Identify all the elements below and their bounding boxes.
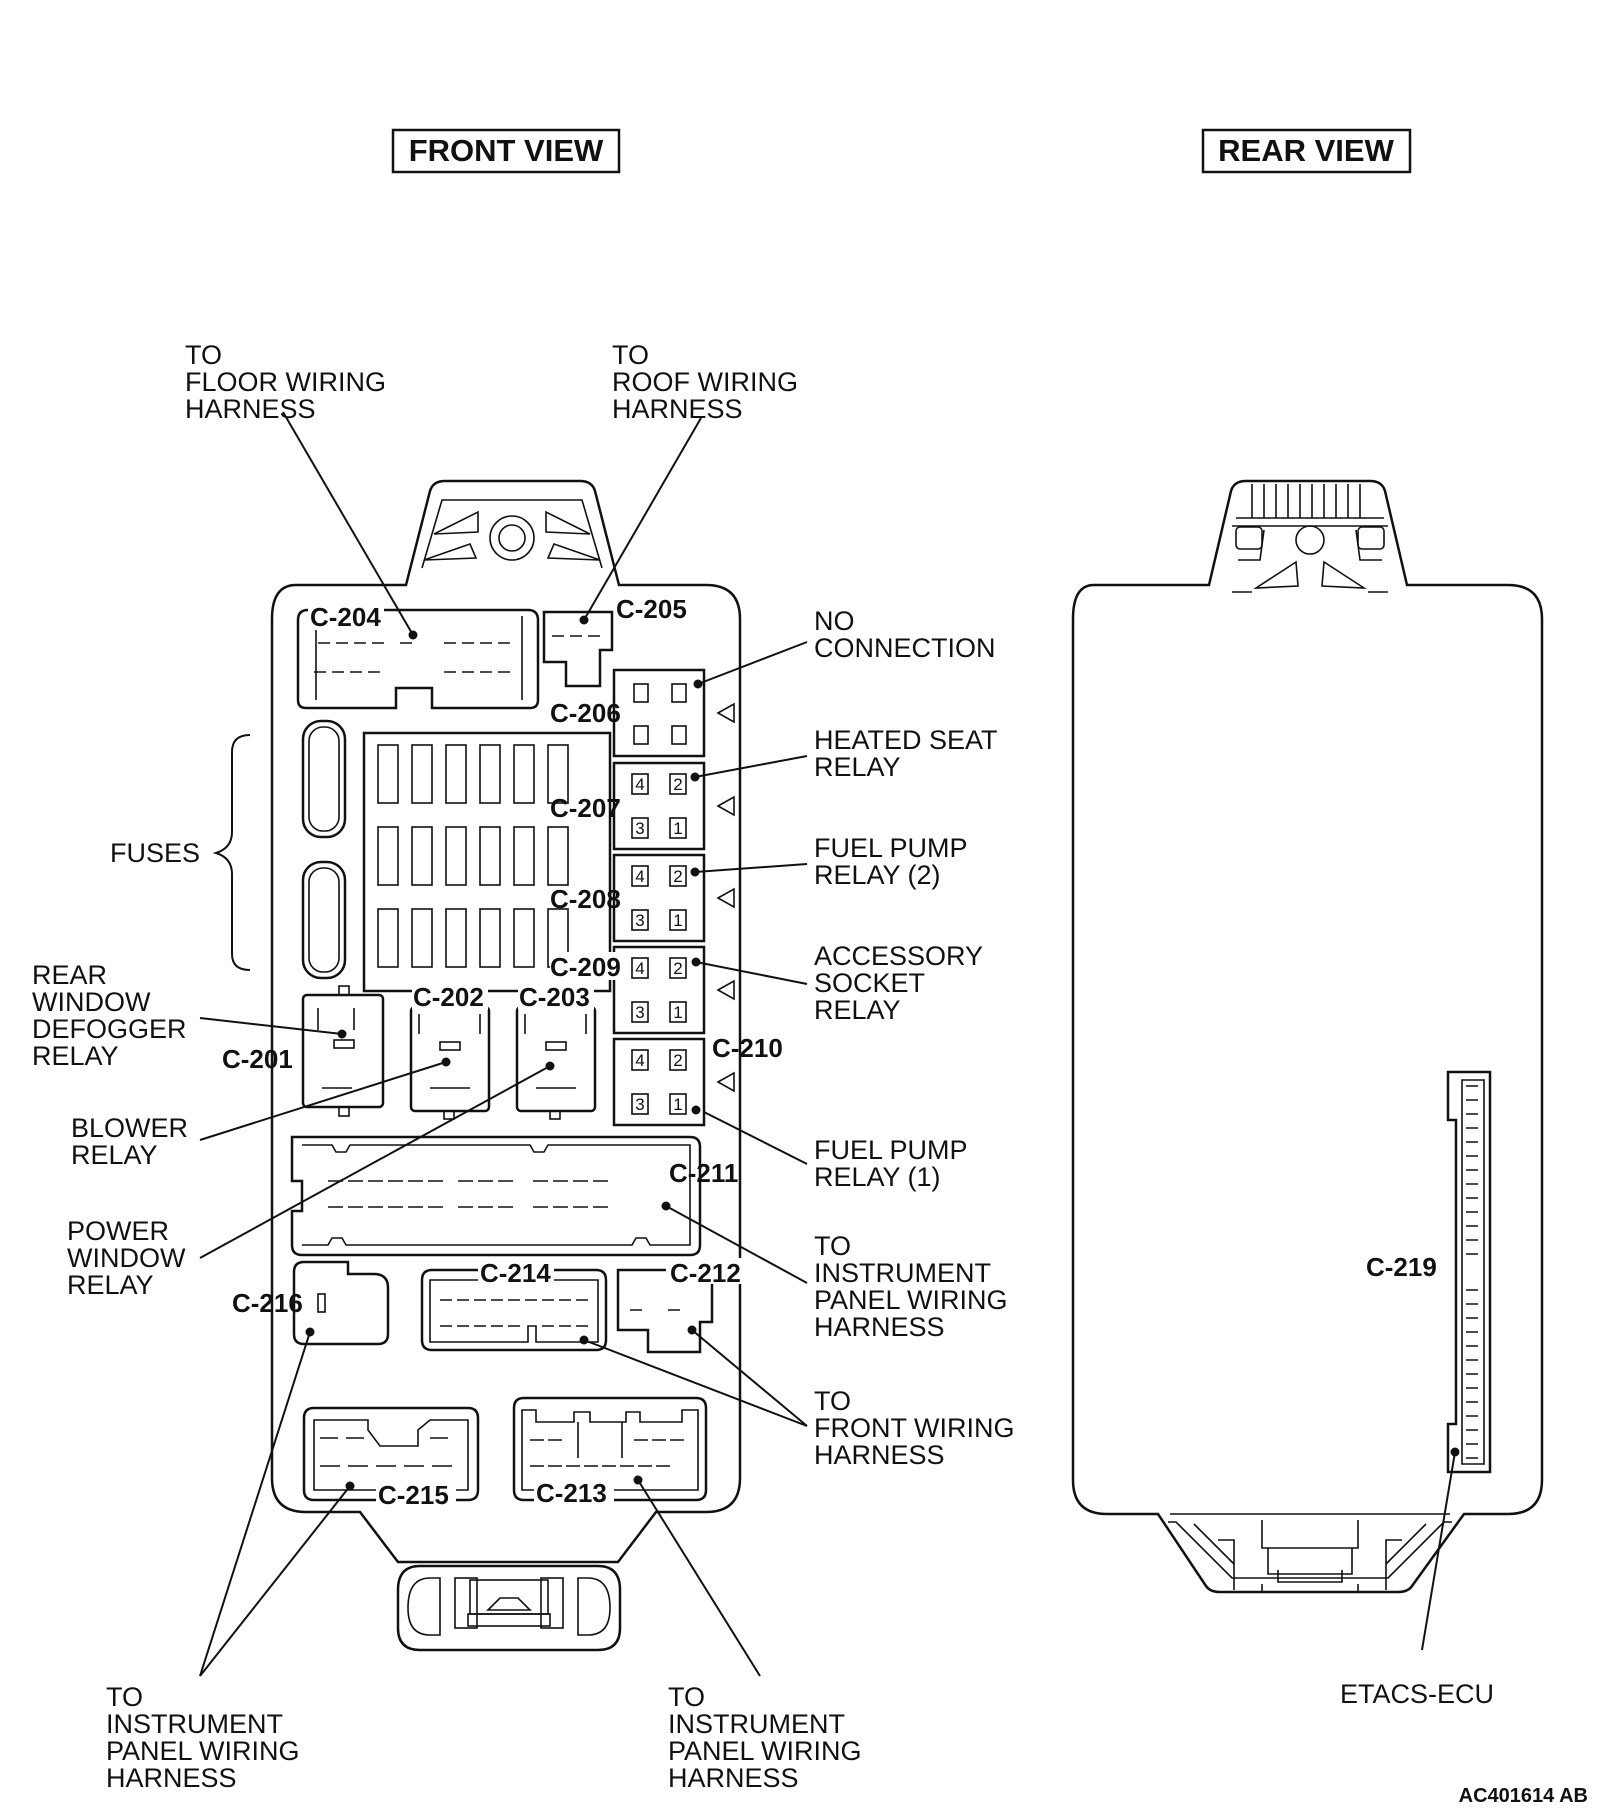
fuses-brace [212, 734, 251, 971]
svg-text:3: 3 [635, 819, 644, 838]
label-power-window-relay: POWER WINDOW RELAY [67, 1216, 193, 1300]
fuse-row-1 [377, 744, 569, 804]
svg-text:C-219: C-219 [1366, 1252, 1437, 1282]
connector-c-208: 4 2 3 1 C-208 [550, 853, 735, 943]
svg-text:2: 2 [673, 775, 682, 794]
connector-c-203: C-203 [515, 982, 597, 1120]
svg-text:4: 4 [635, 775, 644, 794]
svg-text:C-211: C-211 [669, 1158, 738, 1188]
label-instrument-panel-bottom-left: TO INSTRUMENT PANEL WIRING HARNESS [106, 1682, 307, 1793]
connector-c-209: 4 2 3 1 C-209 [550, 945, 735, 1035]
svg-text:4: 4 [635, 867, 644, 886]
label-heated-seat-relay: HEATED SEAT RELAY [814, 725, 1005, 782]
svg-text:C-205: C-205 [616, 594, 687, 624]
svg-text:FRONT VIEW: FRONT VIEW [409, 133, 604, 168]
connector-c-205: C-205 [542, 594, 687, 688]
connector-c-201: C-201 [222, 985, 385, 1117]
label-fuel-pump-relay-1: FUEL PUMP RELAY (1) [814, 1135, 975, 1192]
label-instrument-panel-right: TO INSTRUMENT PANEL WIRING HARNESS [814, 1231, 1015, 1342]
connector-c-211: C-211 [290, 1135, 738, 1257]
connector-c-214: C-214 [420, 1258, 608, 1352]
label-accessory-socket-relay: ACCESSORY SOCKET RELAY [814, 941, 990, 1025]
svg-text:1: 1 [673, 1095, 682, 1114]
label-rear-window-defogger-relay: REAR WINDOW DEFOGGER RELAY [32, 960, 194, 1071]
svg-text:2: 2 [673, 959, 682, 978]
leader-lines [199, 411, 1460, 1677]
svg-text:C-212: C-212 [670, 1258, 741, 1288]
svg-text:C-215: C-215 [378, 1480, 449, 1510]
label-floor-wiring: TO FLOOR WIRING HARNESS [185, 340, 394, 424]
svg-text:1: 1 [673, 819, 682, 838]
fuse-row-2 [377, 826, 569, 886]
connector-c-213: C-213 [512, 1396, 708, 1508]
rear-view-title: REAR VIEW [1201, 128, 1412, 174]
svg-text:2: 2 [673, 867, 682, 886]
svg-text:4: 4 [635, 959, 644, 978]
front-view-title: FRONT VIEW [391, 128, 621, 174]
svg-text:1: 1 [673, 1003, 682, 1022]
label-fuel-pump-relay-2: FUEL PUMP RELAY (2) [814, 833, 975, 890]
svg-text:C-202: C-202 [413, 982, 484, 1012]
svg-text:4: 4 [635, 1051, 644, 1070]
label-roof-wiring: TO ROOF WIRING HARNESS [612, 340, 806, 424]
svg-text:C-210: C-210 [712, 1033, 783, 1063]
svg-text:C-201: C-201 [222, 1044, 293, 1074]
svg-text:C-204: C-204 [310, 602, 381, 632]
svg-text:C-206: C-206 [550, 698, 621, 728]
svg-text:C-209: C-209 [550, 952, 621, 982]
connector-c-210: 4 2 3 1 C-210 [612, 1033, 783, 1127]
figure-code: AC401614 AB [1459, 1785, 1588, 1807]
svg-text:3: 3 [635, 1003, 644, 1022]
svg-text:3: 3 [635, 1095, 644, 1114]
connector-c-212: C-212 [616, 1258, 744, 1354]
connector-c-202: C-202 [409, 982, 491, 1120]
connector-c-216: C-216 [232, 1260, 390, 1346]
connector-c-204: C-204 [296, 602, 540, 710]
svg-text:1: 1 [673, 911, 682, 930]
svg-text:C-208: C-208 [550, 884, 621, 914]
svg-text:C-207: C-207 [550, 793, 621, 823]
svg-text:C-213: C-213 [536, 1478, 607, 1508]
fuse-row-3 [377, 908, 569, 968]
svg-text:C-203: C-203 [519, 982, 590, 1012]
label-front-wiring: TO FRONT WIRING HARNESS [814, 1386, 1022, 1470]
label-instrument-panel-bottom-middle: TO INSTRUMENT PANEL WIRING HARNESS [668, 1682, 869, 1793]
front-junction-block [270, 479, 742, 1652]
svg-text:REAR VIEW: REAR VIEW [1218, 133, 1394, 168]
svg-text:2: 2 [673, 1051, 682, 1070]
connector-c-219: C-219 [1366, 1070, 1492, 1474]
connector-c-207: 4 2 3 1 C-207 [550, 761, 735, 851]
fuse-block [301, 719, 612, 993]
label-fuses: FUSES [110, 838, 200, 868]
svg-text:C-216: C-216 [232, 1288, 303, 1318]
label-no-connection: NO CONNECTION [814, 606, 996, 663]
svg-text:C-214: C-214 [480, 1258, 551, 1288]
connector-c-206: C-206 [550, 668, 735, 758]
svg-text:3: 3 [635, 911, 644, 930]
label-etacs-ecu: ETACS-ECU [1340, 1679, 1494, 1709]
label-blower-relay: BLOWER RELAY [71, 1113, 196, 1170]
rear-etacs-ecu-body [1071, 479, 1544, 1594]
connector-c-215: C-215 [302, 1406, 480, 1510]
